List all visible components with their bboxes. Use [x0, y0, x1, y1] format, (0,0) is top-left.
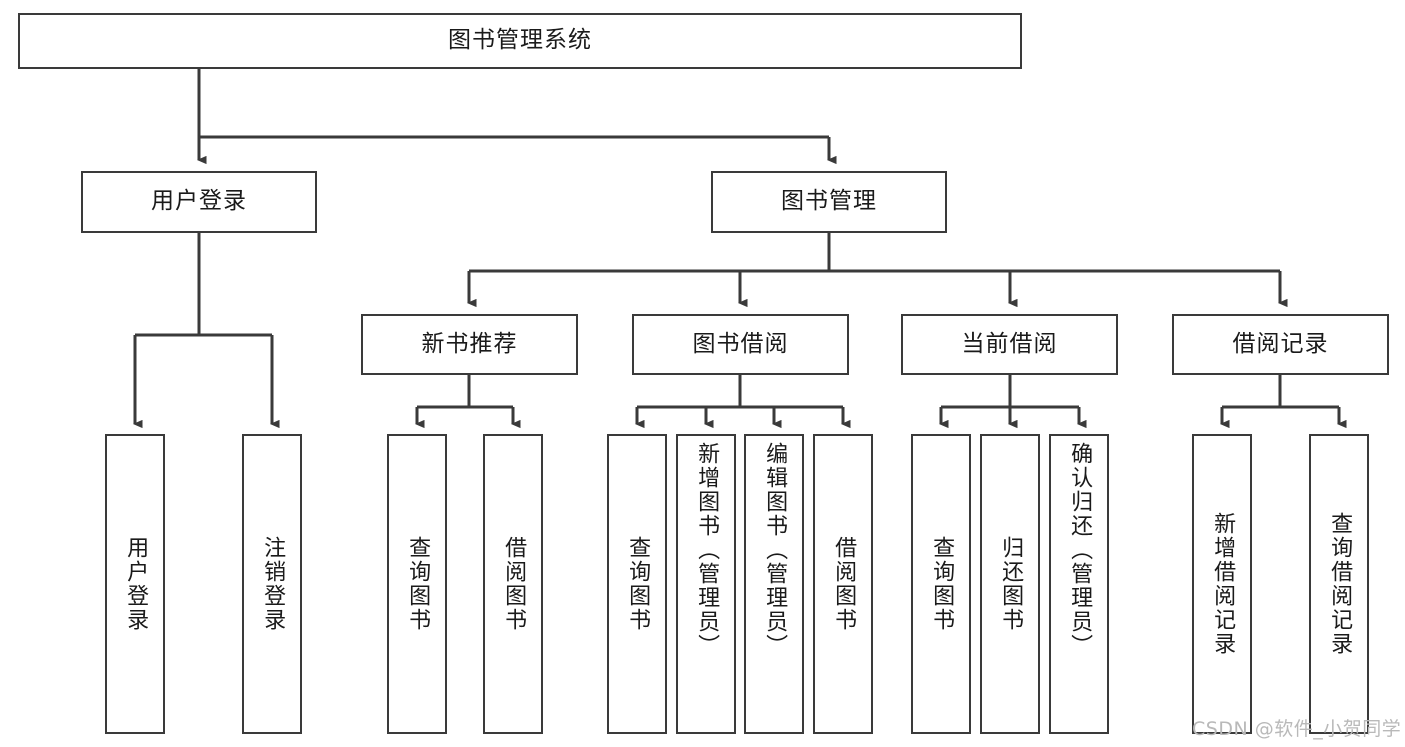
leaf-label: 确认归还（管理员） [1067, 442, 1093, 658]
node-new-book-recommend[interactable]: 新书推荐 [361, 314, 578, 375]
leaf-label: 查询图书 [405, 536, 431, 632]
leaf-borrow-query-book[interactable]: 查询图书 [607, 434, 667, 734]
leaf-label: 借阅图书 [831, 536, 857, 632]
leaf-label: 注销登录 [260, 536, 286, 632]
node-current-borrow[interactable]: 当前借阅 [901, 314, 1118, 375]
leaf-borrow-edit-book-admin[interactable]: 编辑图书（管理员） [744, 434, 804, 734]
leaf-label: 查询图书 [625, 536, 651, 632]
leaf-recommend-query-book[interactable]: 查询图书 [387, 434, 447, 734]
leaf-current-return-book[interactable]: 归还图书 [980, 434, 1040, 734]
node-book-management[interactable]: 图书管理 [711, 171, 947, 233]
leaf-record-add-record[interactable]: 新增借阅记录 [1192, 434, 1252, 734]
leaf-user-login-signin[interactable]: 用户登录 [105, 434, 165, 734]
leaf-current-query-book[interactable]: 查询图书 [911, 434, 971, 734]
node-book-borrow[interactable]: 图书借阅 [632, 314, 849, 375]
node-borrow-record[interactable]: 借阅记录 [1172, 314, 1389, 375]
leaf-borrow-borrow-book[interactable]: 借阅图书 [813, 434, 873, 734]
leaf-label: 归还图书 [998, 536, 1024, 632]
leaf-current-confirm-return-admin[interactable]: 确认归还（管理员） [1049, 434, 1109, 734]
leaf-label: 借阅图书 [501, 536, 527, 632]
leaf-label: 查询借阅记录 [1327, 512, 1353, 656]
leaf-label: 编辑图书（管理员） [762, 442, 788, 658]
node-user-login[interactable]: 用户登录 [81, 171, 317, 233]
leaf-borrow-add-book-admin[interactable]: 新增图书（管理员） [676, 434, 736, 734]
leaf-record-query-record[interactable]: 查询借阅记录 [1309, 434, 1369, 734]
watermark-text: CSDN @软件_小贺同学 [1192, 718, 1402, 740]
node-root-system[interactable]: 图书管理系统 [18, 13, 1022, 69]
leaf-label: 新增借阅记录 [1210, 512, 1236, 656]
leaf-recommend-borrow-book[interactable]: 借阅图书 [483, 434, 543, 734]
leaf-label: 用户登录 [123, 536, 149, 632]
leaf-user-login-signout[interactable]: 注销登录 [242, 434, 302, 734]
leaf-label: 新增图书（管理员） [694, 442, 720, 658]
leaf-label: 查询图书 [929, 536, 955, 632]
